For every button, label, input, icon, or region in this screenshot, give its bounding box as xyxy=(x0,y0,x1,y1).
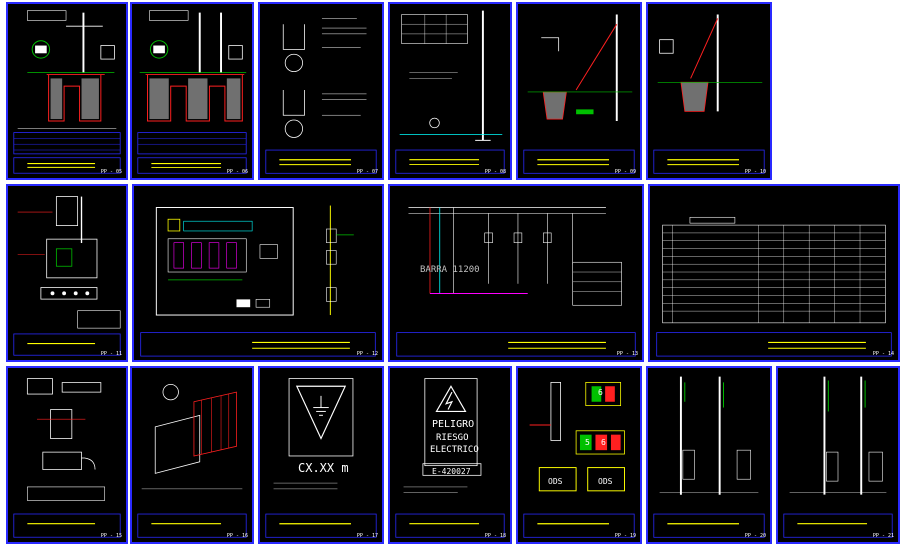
sheet-code: PP - 20 xyxy=(744,533,766,539)
sheet-pole-elevation[interactable]: PP - 08 xyxy=(388,2,512,180)
sheet-danger-sign[interactable]: PELIGRO RIESGO ELECTRICO E-420027 PP - 1… xyxy=(388,366,512,544)
box-label-b: ODS xyxy=(598,477,613,486)
meter-box-drawing xyxy=(13,196,121,356)
sheet-code: PP - 10 xyxy=(744,169,766,175)
guy-anchor-b-drawing xyxy=(653,14,765,174)
sheet-code: PP - 16 xyxy=(226,533,248,539)
meter-signage-drawing xyxy=(523,381,635,538)
ground-sign-text: CX.XX m xyxy=(298,461,349,475)
sheet-code: PP - 17 xyxy=(356,533,378,539)
guy-anchor-drawing xyxy=(523,14,635,174)
box-label-a: ODS xyxy=(548,477,563,486)
sheet-code: PP - 12 xyxy=(356,351,378,357)
sheet-code: PP - 18 xyxy=(484,533,506,539)
sheet-meter-box[interactable]: PP - 11 xyxy=(6,184,128,362)
meter-panel-number-c: 6 xyxy=(601,438,606,447)
danger-sign-code: E-420027 xyxy=(432,467,471,476)
meter-panel-number-b: 5 xyxy=(585,438,590,447)
sheet-code: PP - 07 xyxy=(356,169,378,175)
sheet-code: PP - 08 xyxy=(484,169,506,175)
schematic-bus-label: BARRA 11200 xyxy=(420,265,480,275)
sheet-fence-isometric[interactable]: PP - 16 xyxy=(130,366,254,544)
sheet-code: PP - 14 xyxy=(872,351,894,357)
sheet-meter-signage[interactable]: 6 5 6 ODS ODS PP - 19 xyxy=(516,366,642,544)
pole-elevation-drawing xyxy=(395,10,505,174)
meter-panel-number: 6 xyxy=(598,388,603,397)
sheet-switchboard-layout[interactable]: PP - 12 xyxy=(132,184,384,362)
sheet-guy-anchor-b[interactable]: PP - 10 xyxy=(646,2,772,180)
sheet-guy-anchor[interactable]: PP - 09 xyxy=(516,2,642,180)
sheet-code: PP - 21 xyxy=(872,533,894,539)
sheet-pole-cable-riser-a[interactable]: PP - 20 xyxy=(646,366,772,544)
sheet-pole-head-details[interactable]: PP - 07 xyxy=(258,2,384,180)
danger-sign-line3: ELECTRICO xyxy=(430,445,479,455)
pole-head-details-drawing xyxy=(265,18,377,174)
sheet-materials-table[interactable]: PP - 14 xyxy=(648,184,900,362)
sheet-code: PP - 05 xyxy=(100,169,122,175)
fence-isometric-drawing xyxy=(137,383,247,538)
sheet-code: PP - 15 xyxy=(100,533,122,539)
pole-cable-riser-b-drawing xyxy=(783,376,893,538)
danger-sign-title: PELIGRO xyxy=(432,419,475,430)
pole-foundation-b-drawing xyxy=(137,10,247,174)
sheet-bracket-details[interactable]: PP - 15 xyxy=(6,366,128,544)
sheet-code: PP - 09 xyxy=(614,169,636,175)
single-line-schematic-drawing xyxy=(396,207,636,357)
sheet-pole-foundation-b[interactable]: PP - 06 xyxy=(130,2,254,180)
sheet-code: PP - 06 xyxy=(226,169,248,175)
sheet-code: PP - 11 xyxy=(100,351,122,357)
ground-sign-drawing xyxy=(265,378,377,538)
sheet-pole-cable-riser-b[interactable]: PP - 21 xyxy=(776,366,900,544)
sheet-ground-sign[interactable]: CX.XX m PP - 17 xyxy=(258,366,384,544)
danger-sign-drawing xyxy=(395,378,505,538)
danger-sign-line2: RIESGO xyxy=(436,433,469,443)
sheet-pole-foundation-a[interactable]: PP - 05 xyxy=(6,2,128,180)
pole-foundation-a-drawing xyxy=(13,10,121,174)
materials-table-drawing xyxy=(656,216,892,357)
sheet-code: PP - 13 xyxy=(616,351,638,357)
pole-cable-riser-a-drawing xyxy=(653,376,765,538)
bracket-details-drawing xyxy=(13,378,121,538)
sheet-code: PP - 19 xyxy=(614,533,636,539)
sheet-single-line-schematic[interactable]: BARRA 11200 PP - 13 xyxy=(388,184,644,362)
switchboard-layout-drawing xyxy=(140,205,376,357)
